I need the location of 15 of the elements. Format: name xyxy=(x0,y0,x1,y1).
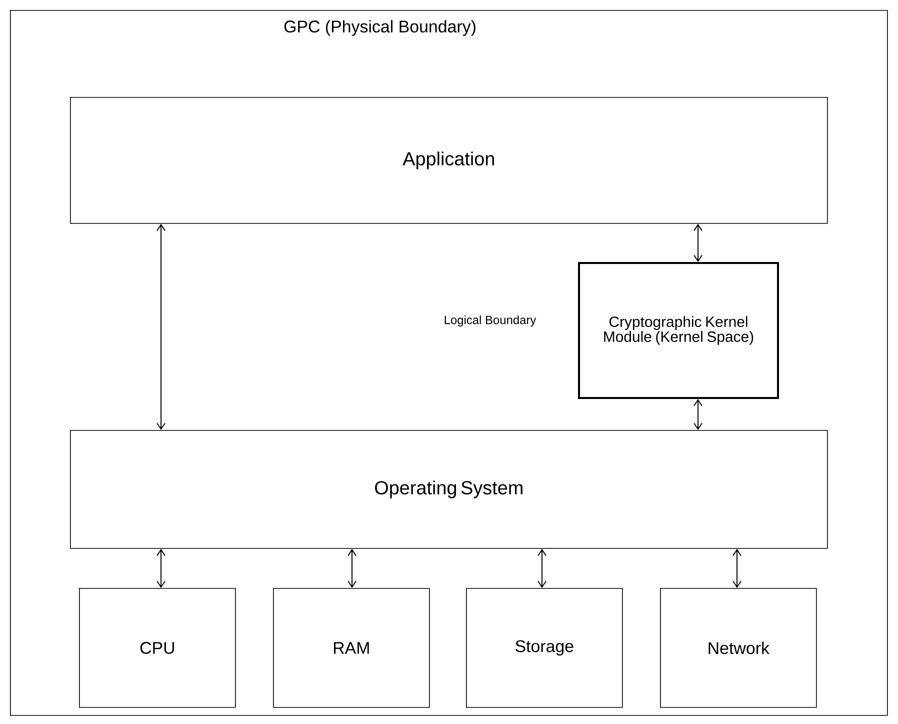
arrow xyxy=(156,224,166,430)
hardware-box: Network xyxy=(660,588,817,708)
arrow xyxy=(694,399,702,430)
hardware-box: Storage xyxy=(466,588,623,708)
hardware-box: CPU xyxy=(79,588,236,708)
arrow xyxy=(156,548,166,588)
arrow xyxy=(538,548,546,588)
system-box: Operating System xyxy=(70,430,828,549)
arrow xyxy=(694,224,702,262)
boundary-label: Logical Boundary xyxy=(444,315,536,327)
arrow xyxy=(732,548,742,588)
module-box: Cryptographic Kernel Module (Kernel Space) xyxy=(578,262,779,399)
application-box: Application xyxy=(70,97,828,224)
arrow xyxy=(348,548,356,588)
hardware-box: RAM xyxy=(273,588,430,708)
